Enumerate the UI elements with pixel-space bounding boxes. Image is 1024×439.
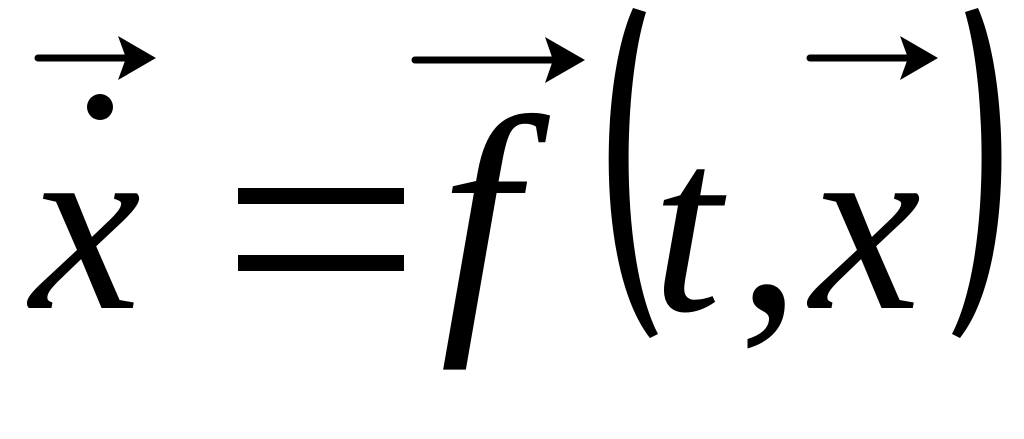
arg-comma: , <box>738 88 801 365</box>
open-paren <box>608 8 658 338</box>
time-derivative-dot-icon <box>87 94 113 120</box>
lhs-variable: x <box>26 86 141 363</box>
arg-state: x <box>806 86 921 363</box>
close-paren <box>952 8 1002 338</box>
arg-time: t <box>652 88 727 365</box>
state-vector-arrow-icon <box>806 36 938 80</box>
function-vector-arrow-icon <box>411 37 585 83</box>
lhs-vector-arrow-icon <box>34 36 156 80</box>
function-name: f <box>440 60 554 371</box>
equals-sign <box>238 188 404 271</box>
